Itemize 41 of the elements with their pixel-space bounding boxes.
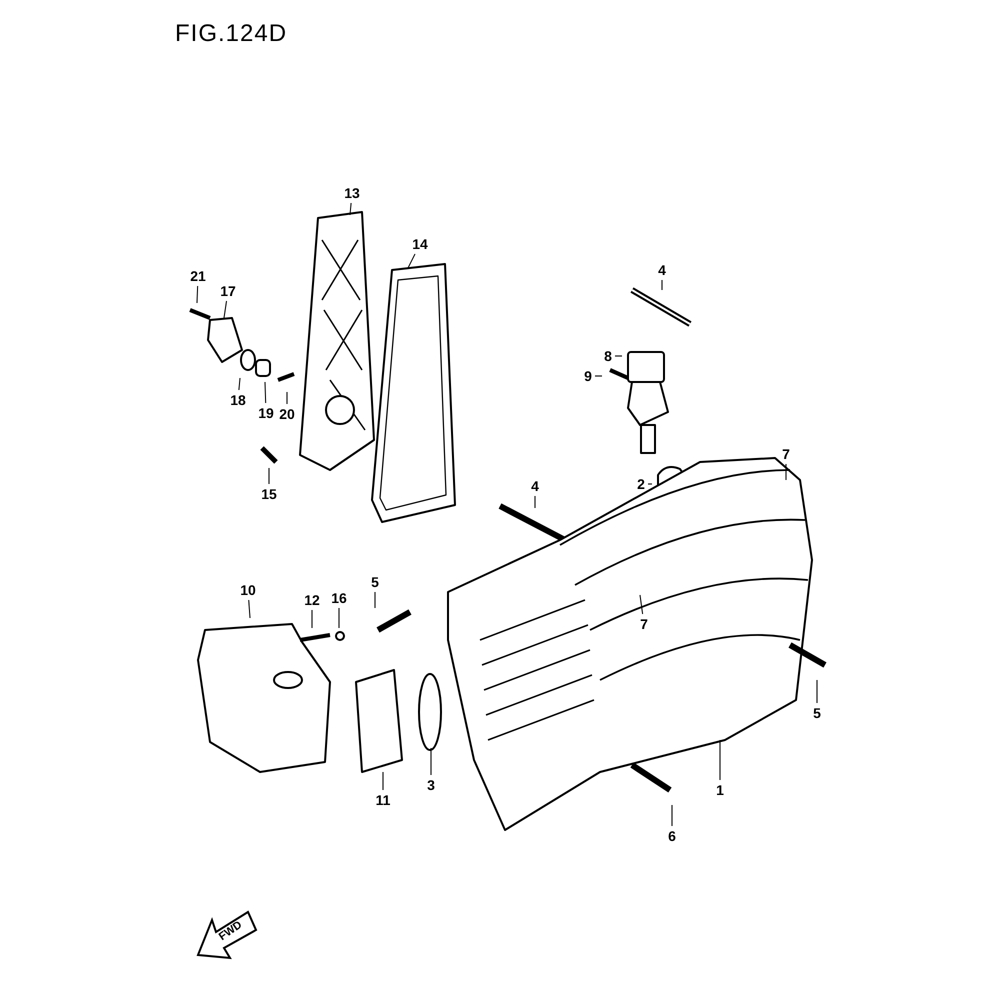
callout-number: 17 <box>219 283 237 299</box>
callout-number: 12 <box>303 592 321 608</box>
leader-line <box>350 202 352 216</box>
leader-line <box>338 608 340 628</box>
callout-number: 19 <box>257 405 275 421</box>
callout-number: 14 <box>411 236 429 252</box>
leader-line <box>382 772 384 790</box>
leader-line <box>430 748 432 776</box>
callout-number: 7 <box>639 616 649 632</box>
leader-line <box>248 600 250 618</box>
leader-line <box>816 680 818 704</box>
leader-line <box>264 382 266 404</box>
leader-line <box>196 286 198 304</box>
callout-number: 18 <box>229 392 247 408</box>
leader-line <box>374 592 376 608</box>
callout-number: 8 <box>603 348 613 364</box>
callout-number: 4 <box>657 262 667 278</box>
callout-number: 6 <box>667 828 677 844</box>
leader-line <box>286 392 288 404</box>
callout-number: 15 <box>260 486 278 502</box>
callout-number: 9 <box>583 368 593 384</box>
callout-number: 5 <box>370 574 380 590</box>
callout-number: 5 <box>812 705 822 721</box>
leader-line <box>268 468 270 484</box>
callout-number: 4 <box>530 478 540 494</box>
callout-number: 11 <box>374 792 392 808</box>
callout-number: 20 <box>278 406 296 422</box>
leader-line <box>408 254 416 268</box>
callout-number: 1 <box>715 782 725 798</box>
callout-number: 3 <box>426 777 436 793</box>
leader-line <box>534 496 536 508</box>
callout-number: 16 <box>330 590 348 606</box>
callout-number: 2 <box>636 476 646 492</box>
leader-line <box>238 378 240 390</box>
callout-number: 13 <box>343 185 361 201</box>
leader-line <box>224 300 228 318</box>
callout-number: 7 <box>781 446 791 462</box>
callout-number: 21 <box>189 268 207 284</box>
callout-number: 10 <box>239 582 257 598</box>
leader-line <box>640 594 644 614</box>
figure-title: FIG.124D <box>175 20 288 48</box>
